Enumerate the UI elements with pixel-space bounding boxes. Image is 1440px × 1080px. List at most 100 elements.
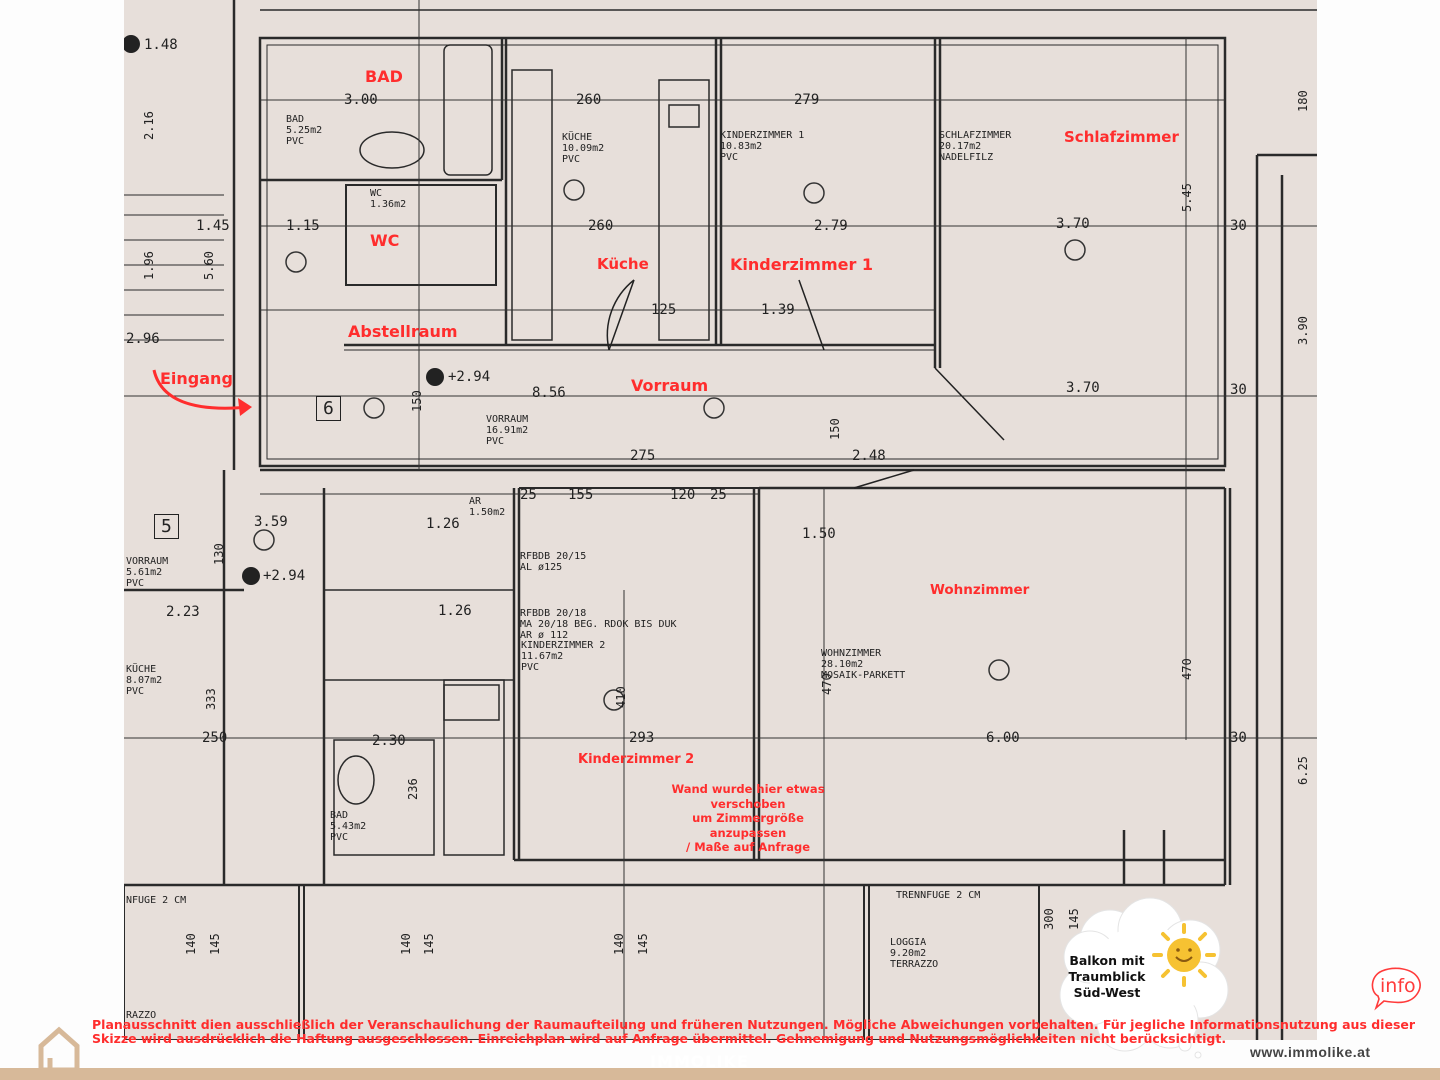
plan-label-trennfuge-left: NFUGE 2 CM [126, 895, 187, 906]
room-label-kinderzimmer2: Kinderzimmer 2 [578, 752, 695, 767]
balkon-label: Balkon mit Traumblick Süd-West [1052, 953, 1162, 1001]
plan-label-wohnzimmer: WOHNZIMMER 28.10m2 MOSAIK-PARKETT [821, 648, 906, 681]
dim-label: 275 [630, 448, 656, 464]
website-link[interactable]: www.immolike.at [1250, 1044, 1371, 1060]
room-label-wohnzimmer: Wohnzimmer [930, 582, 1030, 598]
dim-label: 125 [651, 302, 677, 318]
dim-label: 145 [422, 933, 436, 955]
dim-label: 8.56 [532, 385, 566, 401]
house-logo-icon [38, 1026, 80, 1072]
dim-label: 140 [399, 933, 413, 955]
plan-label-vorraum: VORRAUM 16.91m2 PVC [486, 414, 529, 447]
balkon-cloud-badge [1059, 897, 1229, 1059]
floor-plan: BAD 5.25m2 PVC KÜCHE 10.09m2 PVC KINDERZ… [124, 0, 1317, 1040]
room-label-eingang: Eingang [160, 369, 233, 388]
dim-label: 3.90 [1296, 316, 1310, 345]
footer-bar [0, 1068, 1440, 1080]
wall-note: Wand wurde hier etwas verschoben um Zimm… [668, 782, 828, 855]
dim-label: 1.39 [761, 302, 795, 318]
brand-logo: IMMOLIKE [650, 1052, 749, 1071]
dim-label: 6.25 [1296, 756, 1310, 785]
dim-label: 470 [820, 673, 834, 695]
dim-label: 130 [212, 543, 226, 565]
dim-label: 3.70 [1066, 380, 1100, 396]
dim-label: 1.26 [438, 603, 472, 619]
dim-label: 5.60 [202, 251, 216, 280]
dim-label: 140 [184, 933, 198, 955]
wall-note-line: / Maße auf Anfrage [686, 840, 810, 854]
dim-label: 155 [568, 487, 594, 503]
info-label[interactable]: info [1380, 975, 1416, 997]
plan-label-kueche-left: KÜCHE 8.07m2 PVC [126, 664, 163, 697]
dim-label: 145 [636, 933, 650, 955]
dim-label: 3.00 [344, 92, 378, 108]
door-number-6: 6 [316, 396, 341, 421]
elevation-marker-1: +2.94 [448, 369, 491, 385]
room-label-kinderzimmer1: Kinderzimmer 1 [730, 255, 874, 274]
balkon-line: Süd-West [1073, 985, 1141, 1000]
plan-label-rfbdb-1: RFBDB 20/15 AL ø125 [520, 551, 587, 573]
dim-label: 279 [794, 92, 820, 108]
plan-label-ar: AR 1.50m2 [469, 496, 506, 518]
dim-label: 120 [670, 487, 696, 503]
plan-label-trennfuge: TRENNFUGE 2 CM [896, 890, 981, 901]
disclaimer-text: Planausschnitt dien ausschließlich der V… [92, 1017, 1416, 1046]
dim-label: 3.70 [1056, 216, 1090, 232]
dim-label: 2.96 [126, 331, 160, 347]
dim-label: 25 [520, 487, 537, 503]
wall-note-line: verschoben [710, 796, 786, 811]
room-label-vorraum: Vorraum [631, 376, 709, 395]
plan-label-kinderzimmer1: KINDERZIMMER 1 10.83m2 PVC [720, 130, 805, 163]
dim-label: 1.45 [196, 218, 230, 234]
elevation-marker-3: 1.48 [144, 37, 178, 53]
dim-label: 145 [208, 933, 222, 955]
room-label-kueche: Küche [597, 255, 649, 273]
dim-label: 2.30 [372, 733, 406, 749]
plan-label-bad-left: BAD 5.43m2 PVC [330, 810, 367, 843]
plan-label-wc: WC 1.36m2 [370, 188, 407, 210]
dim-label: 2.79 [814, 218, 848, 234]
balkon-line: Traumblick [1068, 969, 1146, 984]
wall-note-line: um Zimmergröße [692, 811, 804, 825]
dim-label: 140 [612, 933, 626, 955]
dim-label: 260 [576, 92, 602, 108]
dim-label: 5.45 [1180, 183, 1194, 212]
dim-label: 150 [410, 390, 424, 412]
dim-label: 410 [614, 686, 628, 708]
dim-label: 25 [710, 487, 727, 503]
plan-label-rfbdb-2: RFBDB 20/18 MA 20/18 BEG. RDOK BIS DUK A… [520, 608, 677, 641]
dim-label: 1.26 [426, 516, 460, 532]
dim-label: 236 [406, 778, 420, 800]
dim-label: 1.50 [802, 526, 836, 542]
plan-label-vorraum-left: VORRAUM 5.61m2 PVC [126, 556, 169, 589]
room-label-schlafzimmer: Schlafzimmer [1064, 128, 1179, 146]
plan-label-bad: BAD 5.25m2 PVC [286, 114, 323, 147]
plan-label-kueche: KÜCHE 10.09m2 PVC [562, 132, 605, 165]
dim-label: 30 [1230, 730, 1247, 746]
plan-label-loggia: LOGGIA 9.20m2 TERRAZZO [890, 937, 939, 970]
dim-label: 1.96 [142, 251, 156, 280]
plan-label-schlafzimmer: SCHLAFZIMMER 20.17m2 NADELFILZ [939, 130, 1012, 163]
elevation-marker-2: +2.94 [263, 568, 306, 584]
info-icon[interactable] [1368, 966, 1424, 1012]
room-label-bad: BAD [365, 67, 403, 86]
dim-label: 2.23 [166, 604, 200, 620]
dim-label: 470 [1180, 658, 1194, 680]
dim-label: 30 [1230, 218, 1247, 234]
dim-label: 30 [1230, 382, 1247, 398]
plan-label-terrazzo-left: RAZZO [126, 1010, 157, 1021]
door-number-5: 5 [154, 514, 179, 539]
dim-label: 180 [1296, 90, 1310, 112]
dim-label: 293 [629, 730, 655, 746]
sun-icon [1152, 923, 1216, 987]
dim-label: 1.15 [286, 218, 320, 234]
plan-label-kinderzimmer2: KINDERZIMMER 2 11.67m2 PVC [521, 640, 606, 673]
wall-note-line: anzupassen [709, 825, 787, 840]
dim-label: 2.16 [142, 111, 156, 140]
dim-label: 2.48 [852, 448, 886, 464]
wall-note-line: Wand wurde hier etwas [671, 782, 825, 796]
dim-label: 150 [828, 418, 842, 440]
balkon-line: Balkon mit [1069, 953, 1145, 968]
room-label-wc: WC [370, 231, 400, 250]
dim-label: 333 [204, 688, 218, 710]
